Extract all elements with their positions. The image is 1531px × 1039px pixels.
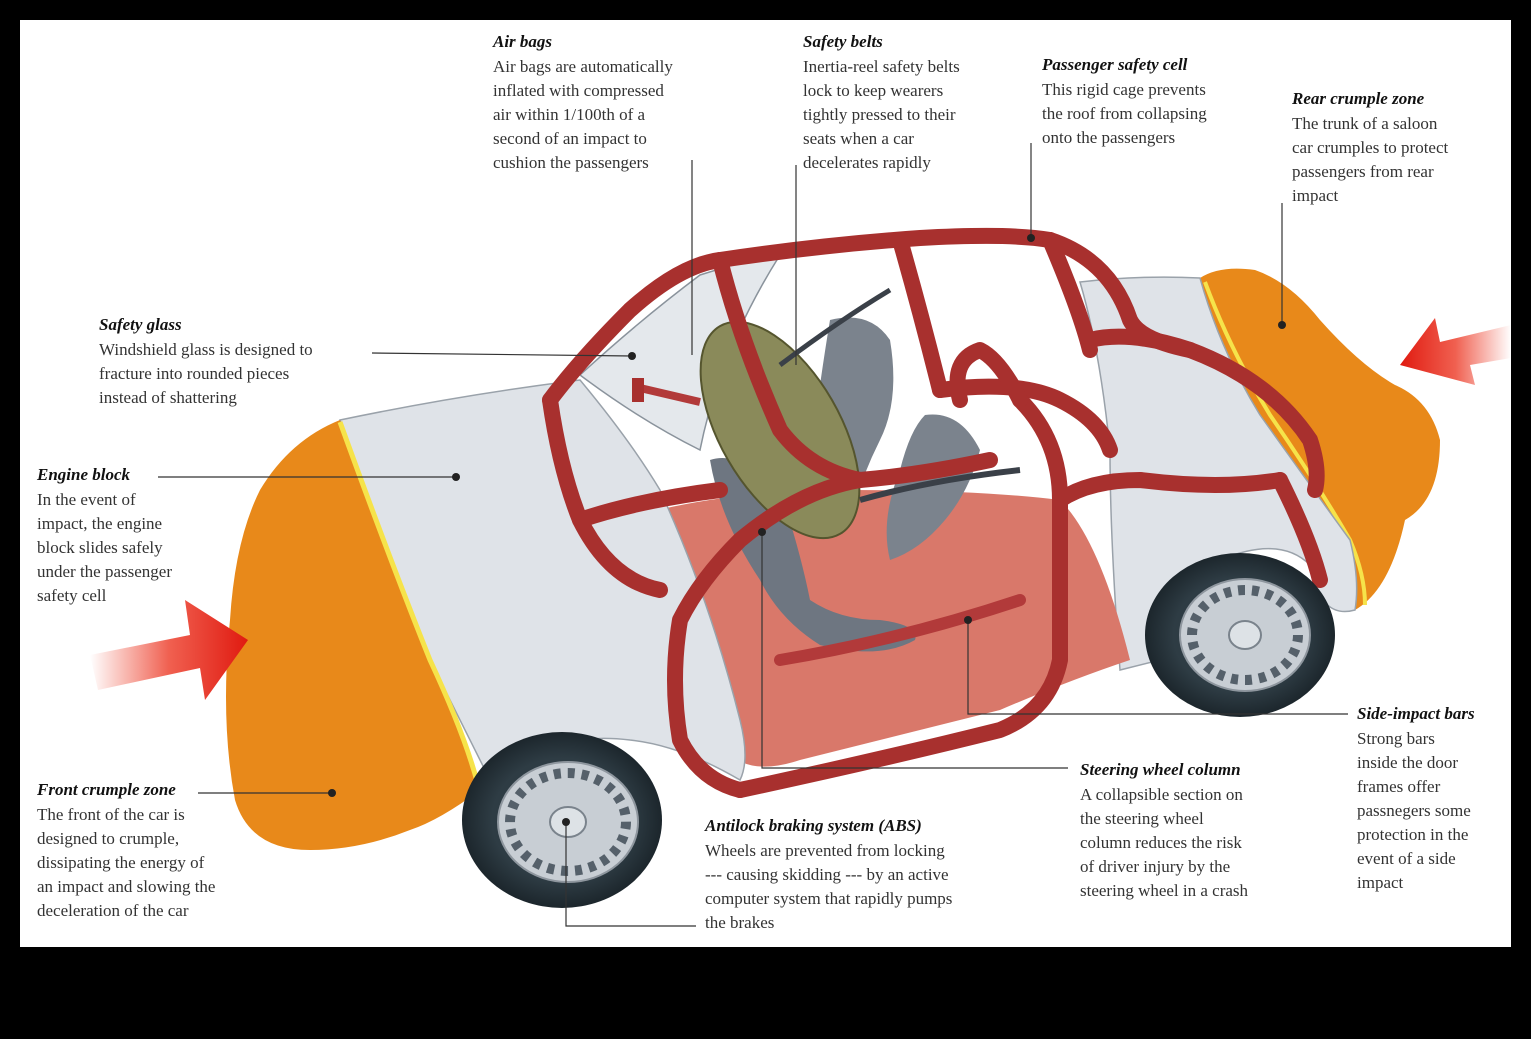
label-line: event of a side [1357,849,1456,868]
label-line: under the passenger [37,562,173,581]
front-crumple-zone [226,420,480,850]
label-line: safety cell [37,586,107,605]
car-illustration [90,143,1511,927]
label-line: car crumples to protect [1292,138,1449,157]
label-line: air within 1/100th of a [493,105,646,124]
rear-crumple-zone [1200,268,1440,610]
label-line: column reduces the risk [1080,833,1242,852]
label-line: Air bags are automatically [493,57,673,76]
label-title: Safety glass [99,315,182,334]
label-line: block slides safely [37,538,163,557]
label-line: The trunk of a saloon [1292,114,1438,133]
label-title: Rear crumple zone [1292,89,1425,108]
front-wheel [462,732,662,908]
label-title: Front crumple zone [37,780,176,799]
label-line: Wheels are prevented from locking [705,841,945,860]
side-impact-bar [774,594,1026,666]
label-line: seats when a car [803,129,914,148]
label-abs: Antilock braking system (ABS) Wheels are… [705,816,1025,935]
diagram-panel: Air bags Air bags are automatically infla… [20,20,1511,947]
label-body: Air bags are automatically inflated with … [493,55,733,175]
label-air-bags: Air bags Air bags are automatically infla… [493,32,733,175]
label-body: Strong bars inside the door frames offer pa… [1357,727,1507,895]
label-title: Air bags [493,32,553,51]
label-body: The trunk of a saloon car crumples to pro… [1292,112,1502,208]
label-line: The front of the car is [37,805,185,824]
rear-wheel [1145,553,1335,717]
label-body: The front of the car is designed to crump… [37,803,277,923]
label-line: fracture into rounded pieces [99,364,290,383]
label-body: This rigid cage prevents the roof from co… [1042,78,1282,150]
label-safety-glass: Safety glass Windshield glass is designe… [99,315,379,410]
front-seat [710,458,916,652]
label-title: Safety belts [803,32,883,51]
label-line: inside the door [1357,753,1459,772]
safety-cage [542,227,1328,798]
label-line: second of an impact to [493,129,647,148]
label-line: In the event of [37,490,136,509]
label-line: the brakes [705,913,775,932]
label-title: Antilock braking system (ABS) [705,816,922,835]
label-line: designed to crumple, [37,829,180,848]
label-line: impact, the engine [37,514,163,533]
label-line: steering wheel in a crash [1080,881,1249,900]
label-line: A collapsible section on [1080,785,1243,804]
label-line: the roof from collapsing [1042,104,1207,123]
label-line: of driver injury by the [1080,857,1231,876]
label-passenger-safety-cell: Passenger safety cell This rigid cage pr… [1042,55,1282,150]
label-body: A collapsible section on the steering whe… [1080,783,1310,903]
leader-dots [328,234,1286,826]
label-line: protection in the [1357,825,1469,844]
label-line: an impact and slowing the [37,877,216,896]
label-side-impact-bars: Side-impact bars Strong bars inside the d… [1357,704,1507,895]
label-line: computer system that rapidly pumps [705,889,953,908]
leader-lines [158,143,1348,927]
label-engine-block: Engine block In the event of impact, the … [37,465,237,608]
label-front-crumple-zone: Front crumple zone The front of the car … [37,780,277,923]
label-line: onto the passengers [1042,128,1176,147]
label-steering-wheel-column: Steering wheel column A collapsible sect… [1080,760,1310,903]
label-safety-belts: Safety belts Inertia-reel safety belts lo… [803,32,1033,175]
label-line: This rigid cage prevents [1042,80,1206,99]
label-line: impact [1357,873,1404,892]
label-body: Inertia-reel safety belts lock to keep we… [803,55,1033,175]
label-line: Inertia-reel safety belts [803,57,960,76]
label-line: the steering wheel [1080,809,1204,828]
label-line: passnegers some [1357,801,1471,820]
label-rear-crumple-zone: Rear crumple zone The trunk of a saloon c… [1292,89,1502,208]
label-line: lock to keep wearers [803,81,944,100]
steering-column [639,384,701,406]
label-body: In the event of impact, the engine block s… [37,488,237,608]
label-title: Passenger safety cell [1042,55,1188,74]
label-line: decelerates rapidly [803,153,931,172]
label-line: instead of shattering [99,388,237,407]
label-body: Windshield glass is designed to fracture … [99,338,379,410]
label-line: tightly pressed to their [803,105,956,124]
label-line: --- causing skidding --- by an active [705,865,949,884]
label-body: Wheels are prevented from locking --- cau… [705,839,1025,935]
label-title: Engine block [37,465,131,484]
label-line: Strong bars [1357,729,1435,748]
label-line: passengers from rear [1292,162,1434,181]
label-title: Side-impact bars [1357,704,1475,723]
label-title: Steering wheel column [1080,760,1241,779]
label-line: cushion the passengers [493,153,649,172]
label-line: impact [1292,186,1339,205]
label-line: deceleration of the car [37,901,189,920]
label-line: inflated with compressed [493,81,664,100]
label-line: frames offer [1357,777,1441,796]
rear-impact-arrow [1400,318,1511,385]
label-line: dissipating the energy of [37,853,205,872]
label-line: Windshield glass is designed to [99,340,313,359]
front-impact-arrow [90,600,248,700]
